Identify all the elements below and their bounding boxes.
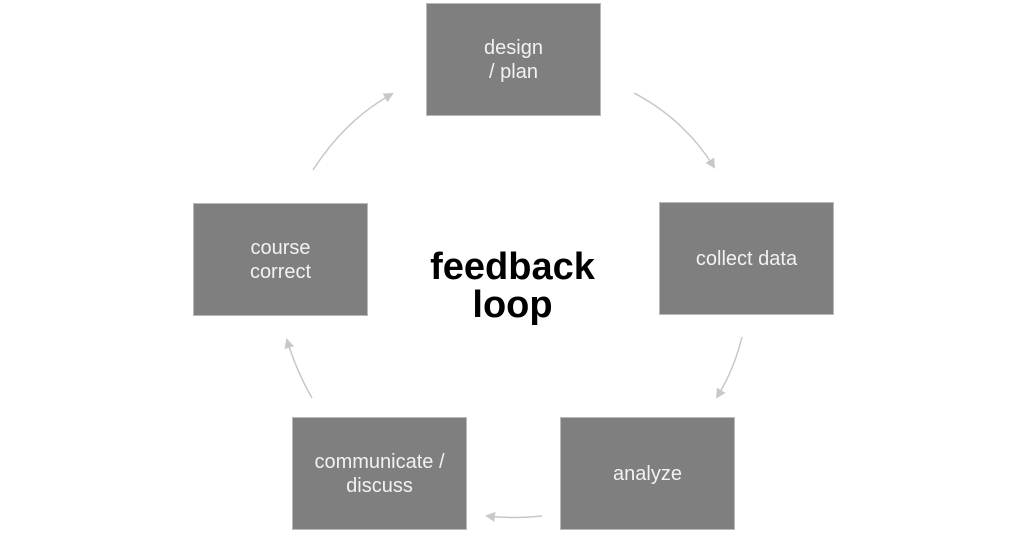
node-course-correct: course correct <box>193 203 368 316</box>
node-label: design / plan <box>484 36 543 83</box>
node-design-plan: design / plan <box>426 3 601 116</box>
arrow-analyze-to-communicate <box>485 511 543 522</box>
node-label: collect data <box>695 247 798 270</box>
node-collect-data: collect data <box>659 202 834 315</box>
arrow-collect-to-analyze <box>715 336 743 399</box>
arrow-design-to-collect <box>633 92 716 169</box>
node-label: communicate / discuss <box>314 450 445 497</box>
arrow-course-to-design <box>312 93 394 171</box>
node-label: course correct <box>249 236 312 283</box>
node-analyze: analyze <box>560 417 735 530</box>
diagram-title: feedback loop <box>430 246 595 326</box>
arrow-communicate-to-course <box>284 338 313 399</box>
node-communicate-discuss: communicate / discuss <box>292 417 467 530</box>
node-label: analyze <box>613 462 682 485</box>
